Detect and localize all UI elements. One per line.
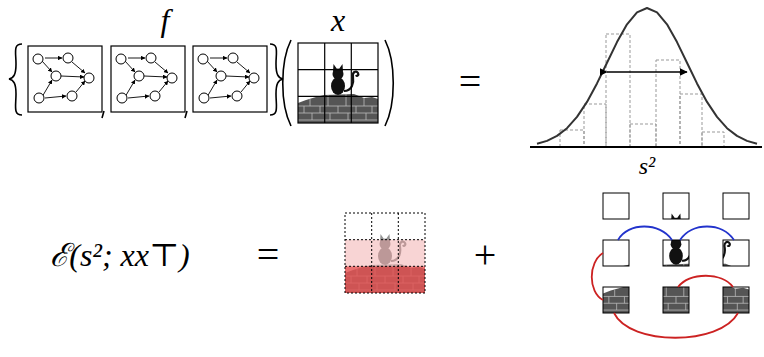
function-symbol: f bbox=[161, 4, 170, 36]
energy-expression: ℰ(s²; xx⊤) bbox=[50, 239, 190, 271]
equals-sign: = bbox=[257, 235, 280, 275]
equals-sign: = bbox=[459, 62, 482, 102]
plus-sign: + bbox=[474, 235, 497, 275]
variance-label: s² bbox=[639, 154, 656, 178]
input-symbol: x bbox=[331, 4, 345, 36]
